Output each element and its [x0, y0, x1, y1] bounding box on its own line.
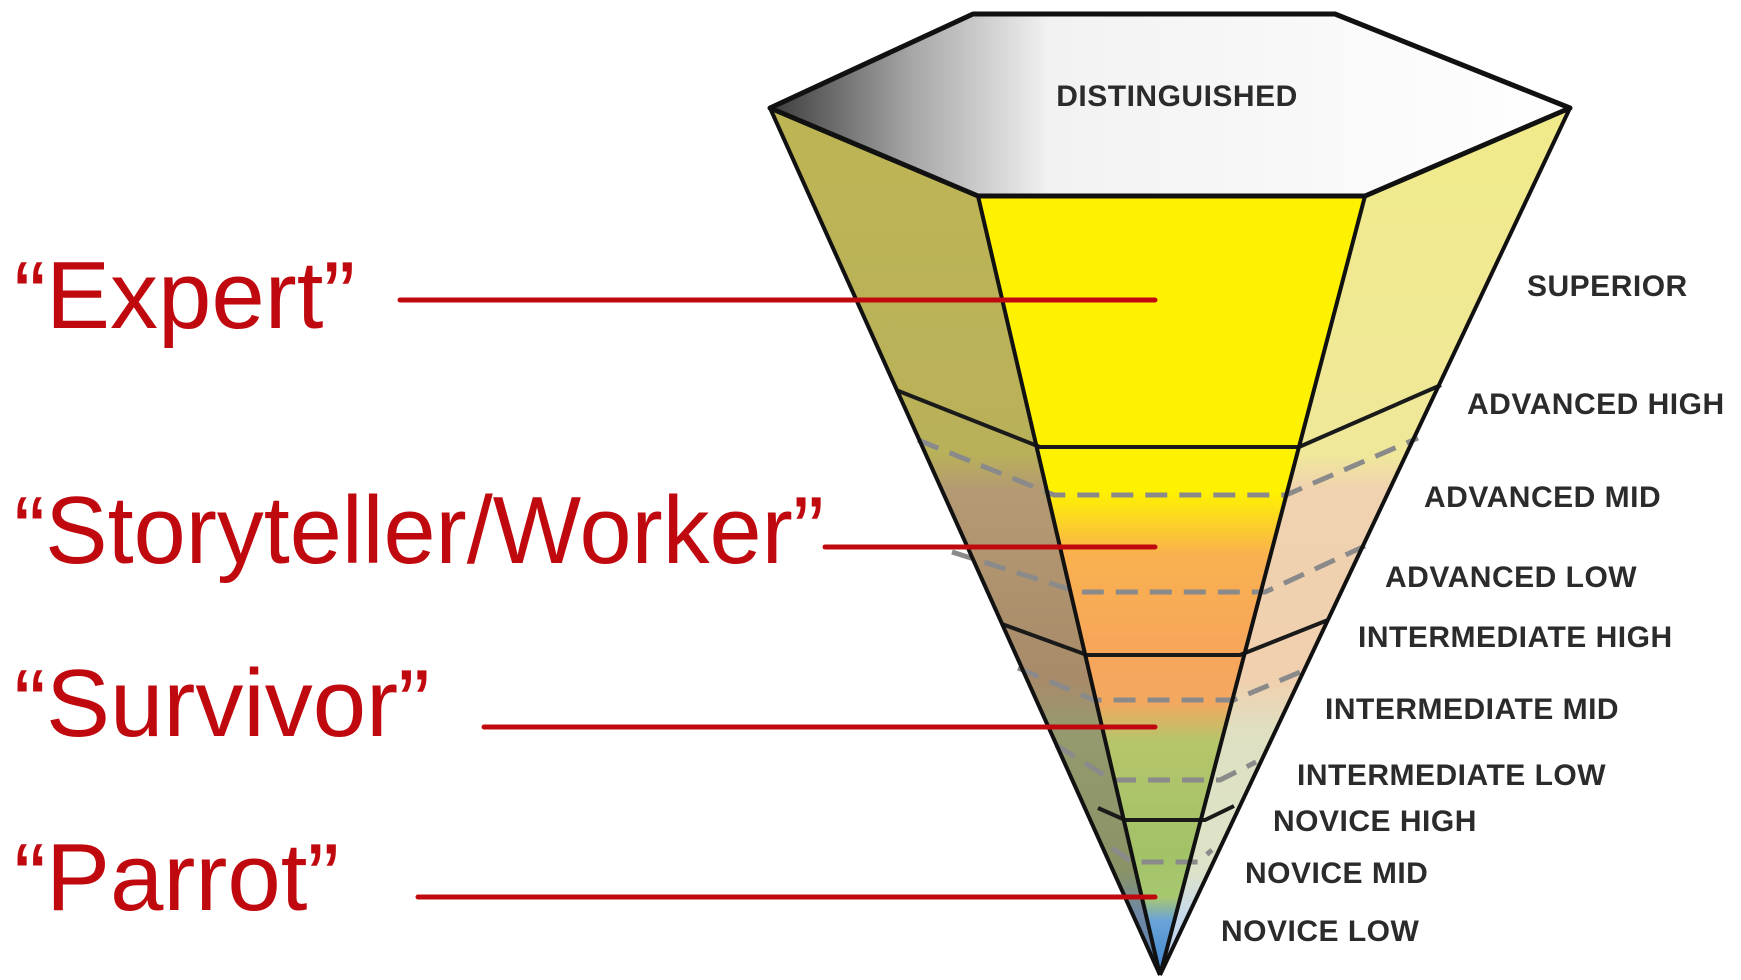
boundary-intermediate-novice: [1097, 804, 1235, 822]
edge-front-left: [976, 195, 1162, 976]
label-distinguished: DISTINGUISHED: [1056, 80, 1298, 113]
dash-intermediate-low: [1054, 742, 1258, 783]
band-boundaries: [895, 383, 1442, 822]
callout-lines: [397, 297, 1158, 900]
label-novice-high: NOVICE HIGH: [1273, 805, 1477, 838]
label-superior: SUPERIOR: [1527, 270, 1688, 303]
label-novice-mid: NOVICE MID: [1245, 857, 1428, 890]
cone-edges: [768, 107, 1572, 976]
boundary-advanced-intermediate: [1001, 618, 1329, 657]
label-intermediate-high: INTERMEDIATE HIGH: [1358, 621, 1673, 654]
cone-body: [770, 108, 1570, 975]
dash-novice-mid: [1110, 845, 1214, 865]
sublevel-dashed-lines: [917, 435, 1419, 865]
label-intermediate-low: INTERMEDIATE LOW: [1297, 759, 1606, 792]
edge-left: [768, 107, 1162, 976]
label-advanced-low: ADVANCED LOW: [1385, 561, 1637, 594]
label-intermediate-mid: INTERMEDIATE MID: [1325, 693, 1619, 726]
callout-storyteller: “Storyteller/Worker”: [14, 477, 824, 584]
boundary-superior-advanced: [895, 383, 1442, 449]
dash-advanced-mid: [917, 435, 1419, 498]
dash-advanced-low: [951, 543, 1367, 595]
edge-right: [1158, 107, 1572, 976]
edge-front-right: [1158, 195, 1367, 976]
label-advanced-mid: ADVANCED MID: [1424, 481, 1661, 514]
callout-parrot: “Parrot”: [14, 824, 339, 931]
label-novice-low: NOVICE LOW: [1221, 915, 1420, 948]
callout-expert: “Expert”: [14, 242, 355, 349]
cone-top-face: [767, 11, 1573, 199]
dash-intermediate-mid: [1017, 665, 1306, 703]
cone-front-face: [978, 196, 1365, 975]
label-advanced-high: ADVANCED HIGH: [1467, 388, 1725, 421]
callout-survivor: “Survivor”: [14, 650, 430, 757]
